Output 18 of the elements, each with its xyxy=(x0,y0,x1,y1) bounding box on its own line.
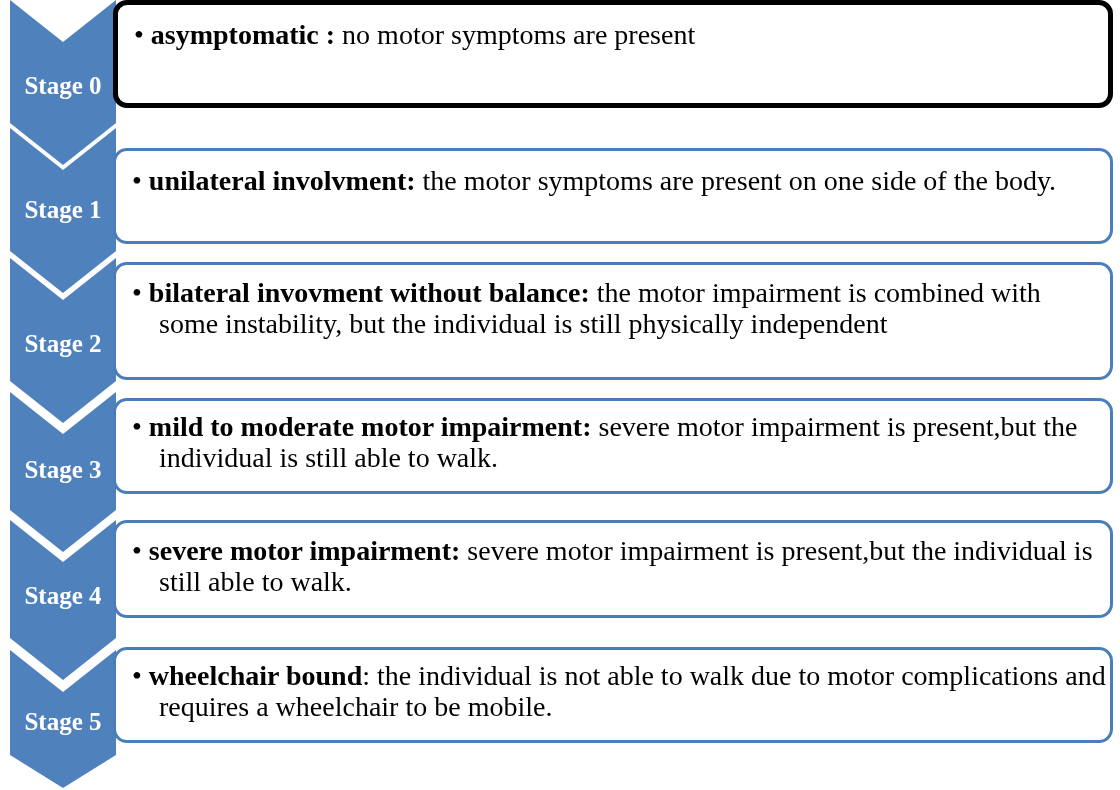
description-text: • unilateral involvment: the motor symptoms are present on one side of the body. xyxy=(132,165,1058,197)
stage-label: Stage 3 xyxy=(23,456,103,484)
description-box xyxy=(113,0,1113,108)
description-box xyxy=(113,148,1113,244)
description-text: • wheelchair bound: the individual is not able to walk due to motor complications and requires a wheelchair to be mobile. xyxy=(132,660,1106,723)
description-box xyxy=(113,398,1113,494)
description-box xyxy=(113,520,1113,618)
stage-label: Stage 2 xyxy=(23,330,103,358)
stage-label: Stage 5 xyxy=(23,708,103,736)
description-text: • severe motor impairment: severe motor impairment is present,but the individual is still able to walk. xyxy=(132,535,1094,598)
description-text: • mild to moderate motor impairment: severe motor impairment is present,but the individual is still able to walk. xyxy=(132,411,1079,474)
description-text: • bilateral invovment without balance: the motor impairment is combined with some instability, but the individual is still physically independent xyxy=(132,277,1042,340)
description-box xyxy=(113,647,1113,743)
stage-label: Stage 1 xyxy=(23,196,103,224)
stage-label: Stage 0 xyxy=(23,72,103,100)
description-text: • asymptomatic : no motor symptoms are present xyxy=(134,19,697,51)
stage-label: Stage 4 xyxy=(23,582,103,610)
description-box xyxy=(113,262,1113,380)
